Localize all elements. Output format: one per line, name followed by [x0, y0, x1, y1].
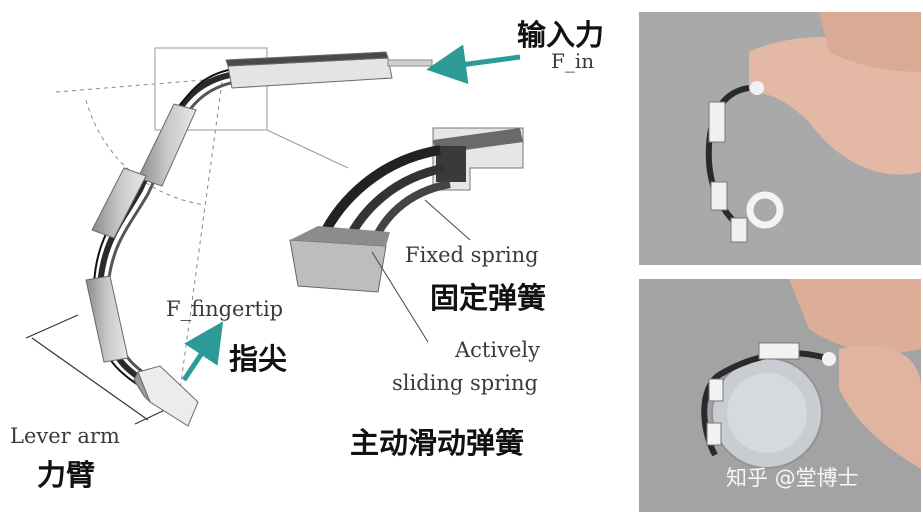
segment-4: [85, 275, 129, 363]
construction-lines: [55, 77, 229, 391]
active-spring-cn-label: 主动滑动弹簧: [350, 426, 525, 460]
finger-diagram: [25, 44, 524, 427]
zoom-connector: [266, 129, 349, 169]
watermark: 知乎 @堂博士: [726, 466, 859, 490]
fixed-spring-label: Fixed spring: [405, 243, 539, 267]
photo-top: [639, 12, 921, 265]
fixed-spring-cn-label: 固定弹簧: [430, 281, 547, 315]
fingertip-cn-label: 指尖: [229, 342, 288, 376]
force-in-cn-label: 输入力: [517, 18, 605, 52]
force-in-label: F_in: [551, 49, 595, 73]
zoom-detail: [289, 127, 524, 343]
fingertip-force-label: F_fingertip: [166, 297, 284, 321]
segment-3: [91, 167, 147, 239]
input-force-arrow: [426, 44, 521, 85]
lever-arm-label: Lever arm: [10, 424, 120, 448]
finger-segments: [85, 51, 433, 427]
segment-2: [137, 103, 197, 187]
active-spring-label-line1: Actively: [455, 338, 540, 362]
zoom-box: [154, 47, 268, 131]
lever-arm-cn-label: 力臂: [37, 458, 96, 492]
active-spring-label-line2: sliding spring: [392, 371, 538, 395]
photo-bottom: [639, 279, 921, 512]
fingertip-force-arrow: [181, 321, 224, 382]
